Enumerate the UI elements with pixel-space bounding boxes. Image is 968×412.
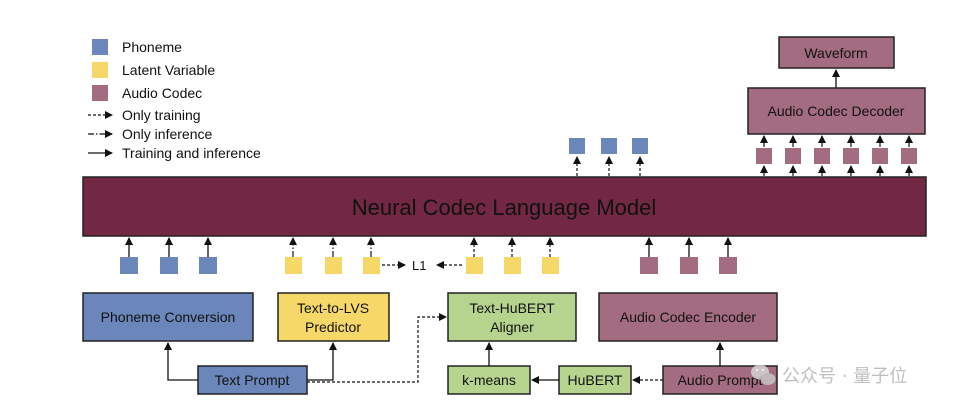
output-codec-token <box>872 148 888 164</box>
text-prompt-to-aligner <box>307 313 447 383</box>
latent-token <box>542 257 559 274</box>
l1-loss-label: L1 <box>412 258 426 273</box>
legend-latent-swatch <box>92 62 108 78</box>
hubert-label: HuBERT <box>568 372 623 388</box>
input-codec-token <box>719 257 737 274</box>
legend-codec-label: Audio Codec <box>122 85 202 101</box>
audio-codec-encoder-box <box>598 292 778 342</box>
text-prompt-label: Text Prompt <box>215 372 290 388</box>
waveform-label: Waveform <box>804 45 867 61</box>
phoneme-conversion-label: Phoneme Conversion <box>101 309 236 325</box>
latent-token <box>466 257 483 274</box>
legend: Phoneme Latent Variable Audio Codec Only… <box>88 39 261 161</box>
audio-codec-decoder-box <box>747 87 926 135</box>
latent-tokens-training <box>466 237 559 274</box>
audio-codec-decoder-label: Audio Codec Decoder <box>768 103 905 119</box>
phoneme-conversion-box <box>82 292 254 342</box>
latent-token <box>504 257 521 274</box>
output-phoneme-tokens <box>569 138 648 176</box>
legend-codec-swatch <box>92 85 108 101</box>
text-prompt-to-lvs-predictor <box>307 342 337 381</box>
watermark: 公众号 · 量子位 <box>751 364 907 387</box>
phoneme-token <box>199 257 217 274</box>
aligner-label-line1: Text-HuBERT <box>469 300 555 316</box>
output-phoneme-token <box>601 138 617 154</box>
text-to-lvs-predictor-box <box>277 292 390 342</box>
legend-only-training-label: Only training <box>122 107 201 123</box>
input-codec-token <box>640 257 658 274</box>
legend-phoneme-label: Phoneme <box>122 39 182 55</box>
kmeans-label: k-means <box>462 372 516 388</box>
input-codec-token <box>680 257 698 274</box>
waveform-box <box>778 36 895 69</box>
latent-token <box>285 257 302 274</box>
text-hubert-aligner-box <box>447 292 577 342</box>
audio-codec-encoder-label: Audio Codec Encoder <box>620 309 757 325</box>
model-title: Neural Codec Language Model <box>352 195 657 220</box>
lvs-predictor-label-line2: Predictor <box>305 319 361 335</box>
phoneme-tokens <box>120 237 217 274</box>
output-codec-token <box>901 148 917 164</box>
output-codec-token <box>756 148 772 164</box>
connectors <box>164 313 724 384</box>
legend-latent-label: Latent Variable <box>122 62 215 78</box>
legend-phoneme-swatch <box>92 39 108 55</box>
output-codec-token <box>814 148 830 164</box>
neural-codec-language-model-box <box>82 176 927 237</box>
hubert-box <box>558 365 632 395</box>
input-codec-tokens <box>640 237 737 274</box>
phoneme-token <box>120 257 138 274</box>
output-codec-token <box>843 148 859 164</box>
legend-only-inference-label: Only inference <box>122 126 212 142</box>
output-phoneme-token <box>569 138 585 154</box>
latent-tokens-inference <box>285 237 380 274</box>
latent-token <box>325 257 342 274</box>
audio-prompt-label: Audio Prompt <box>678 372 763 388</box>
text-prompt-to-phoneme-conversion <box>164 342 198 381</box>
aligner-label-line2: Aligner <box>490 319 534 335</box>
watermark-text: 公众号 · 量子位 <box>782 366 907 387</box>
output-codec-token <box>785 148 801 164</box>
lvs-predictor-label-line1: Text-to-LVS <box>297 300 369 316</box>
output-phoneme-token <box>632 138 648 154</box>
phoneme-token <box>160 257 178 274</box>
latent-token <box>363 257 380 274</box>
wechat-icon <box>751 364 776 385</box>
legend-training-inference-label: Training and inference <box>122 145 261 161</box>
kmeans-box <box>447 365 531 395</box>
output-codec-tokens <box>756 135 917 176</box>
